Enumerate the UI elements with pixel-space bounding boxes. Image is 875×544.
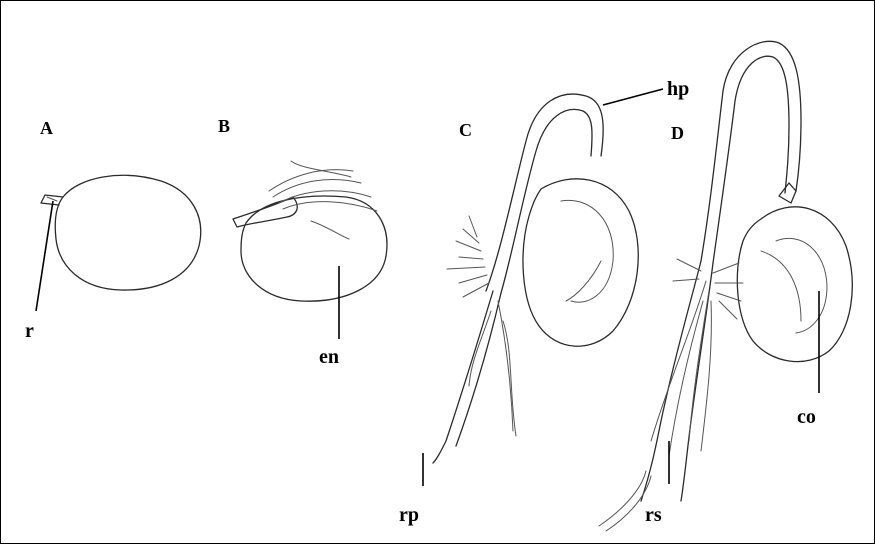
- seedling-c: [433, 94, 638, 463]
- panel-label-d: D: [671, 124, 684, 142]
- panel-label-b: B: [218, 117, 230, 135]
- part-label-en: en: [319, 347, 339, 367]
- panel-label-a: A: [40, 119, 53, 137]
- seed-a: [41, 175, 201, 290]
- part-label-co: co: [797, 407, 816, 427]
- part-label-rp: rp: [399, 505, 419, 525]
- part-label-hp: hp: [667, 79, 689, 99]
- leader-r: [36, 201, 53, 311]
- seed-b: [233, 161, 387, 301]
- leader-hp: [603, 89, 663, 105]
- seedling-d: [599, 41, 852, 531]
- part-label-rs: rs: [645, 505, 662, 525]
- panel-label-c: C: [459, 121, 472, 139]
- part-label-r: r: [25, 321, 34, 341]
